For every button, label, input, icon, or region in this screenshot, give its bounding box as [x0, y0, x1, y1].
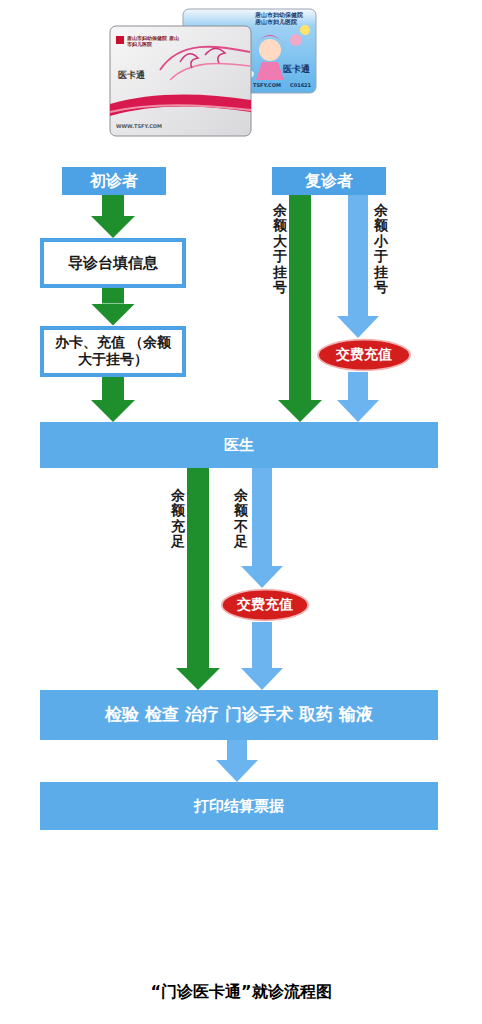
card-text: 医卡通	[283, 64, 315, 74]
node-text: 办卡、充值 （余额大于挂号）	[52, 334, 174, 369]
payment-ellipse: 交费充值	[316, 338, 412, 372]
card-text: TSFY.COM	[253, 83, 293, 89]
ellipse-shape	[318, 340, 410, 371]
card-text: C01621	[290, 83, 316, 89]
edge-label: 余额不足	[234, 488, 248, 550]
flow-arrow	[102, 288, 124, 304]
ellipse-shape	[222, 590, 308, 621]
start-box: 复诊者	[272, 167, 386, 195]
flow-arrow	[187, 468, 209, 668]
process-band: 检验 检查 治疗 门诊手术 取药 输液	[40, 690, 438, 740]
flow-arrow	[102, 195, 124, 217]
card-text: WWW.TSFY.COM	[116, 124, 176, 130]
flow-arrow	[289, 195, 311, 401]
start-box: 初诊者	[62, 167, 166, 195]
flow-arrow	[102, 377, 124, 401]
edge-label: 余额充足	[171, 488, 185, 550]
process-band: 医生	[40, 422, 438, 468]
caption: “门诊医卡通”就诊流程图	[0, 982, 482, 1003]
edge-label: 余额小于挂号	[374, 203, 388, 295]
flow-arrow	[348, 195, 368, 317]
node-text: 交费充值	[237, 596, 293, 614]
front-card	[110, 26, 251, 136]
node-text: 医生	[224, 436, 254, 455]
node-text: 复诊者	[305, 171, 353, 191]
edge-label: 余额大于挂号	[273, 203, 287, 295]
card-text: 唐山市妇幼保健院 唐山市妇儿医院	[255, 12, 311, 26]
flow-arrow	[348, 372, 368, 400]
process-box: 办卡、充值 （余额大于挂号）	[40, 326, 186, 377]
process-box: 导诊台填信息	[40, 238, 186, 288]
process-band: 打印结算票据	[40, 782, 438, 830]
card-text: 唐山市妇幼保健院 唐山市妇儿医院	[127, 36, 179, 48]
flow-arrow	[227, 740, 247, 760]
node-text: 检验 检查 治疗 门诊手术 取药 输液	[105, 704, 373, 725]
node-text: 初诊者	[90, 171, 138, 191]
flow-arrow	[252, 622, 272, 668]
node-text: 交费充值	[336, 346, 392, 364]
flow-arrow	[252, 468, 272, 566]
card-text: 医卡通	[118, 70, 152, 80]
payment-ellipse: 交费充值	[220, 588, 310, 622]
node-text: 打印结算票据	[194, 797, 284, 816]
node-text: 导诊台填信息	[68, 254, 158, 273]
